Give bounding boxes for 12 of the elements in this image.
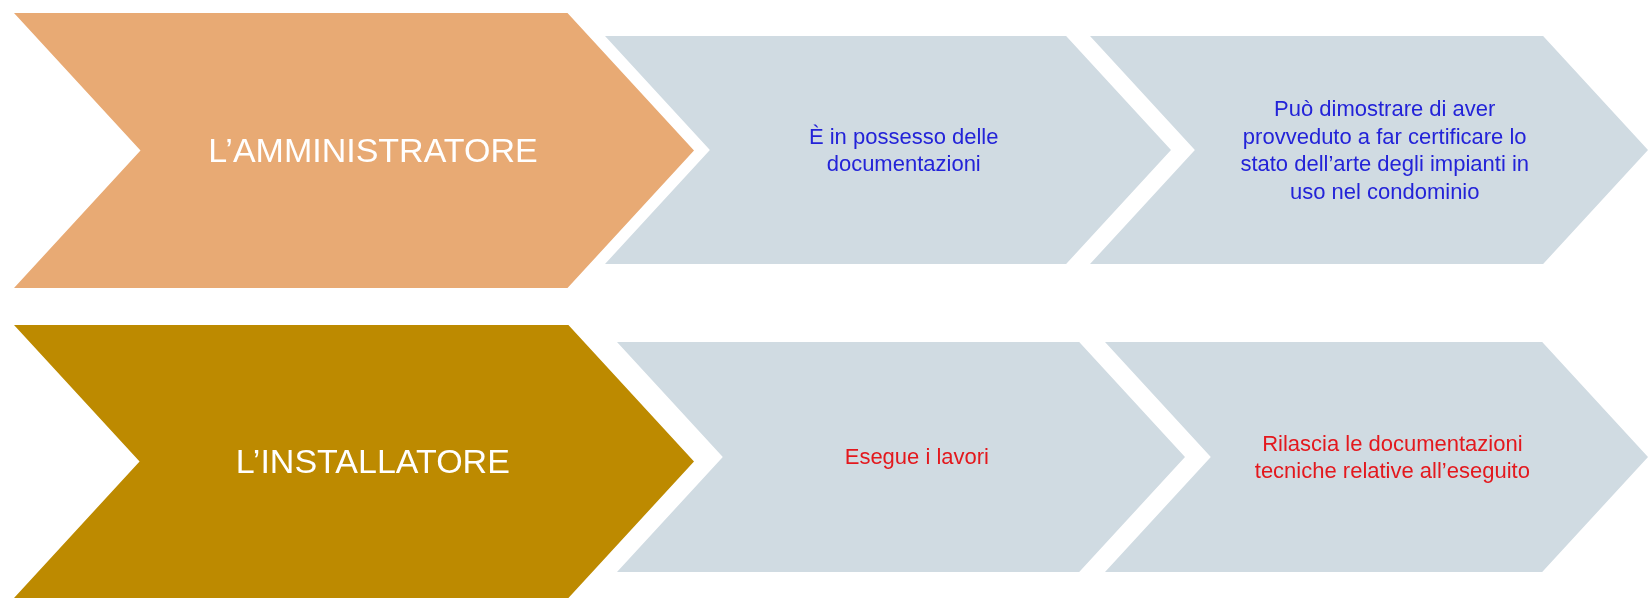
step-label: L’INSTALLATORE bbox=[235, 441, 510, 483]
step-label: Può dimostrare di aver provveduto a far certificare lo stato dell’arte degli impianti in uso nel condominio bbox=[1239, 95, 1530, 205]
step-label: È in possesso delle documentazioni bbox=[807, 122, 1000, 178]
chevron-step bbox=[1105, 342, 1648, 572]
step-label: Esegue i lavori bbox=[844, 443, 989, 471]
step-label: L’AMMINISTRATORE bbox=[208, 130, 538, 172]
step-label: Rilascia le documentazioni tecniche relative all’eseguito bbox=[1253, 429, 1531, 485]
chevron-step bbox=[14, 13, 694, 288]
chevron-step bbox=[1090, 36, 1648, 264]
chevron-step bbox=[605, 36, 1171, 264]
chevron-step bbox=[617, 342, 1185, 572]
chevron-step bbox=[14, 325, 694, 598]
